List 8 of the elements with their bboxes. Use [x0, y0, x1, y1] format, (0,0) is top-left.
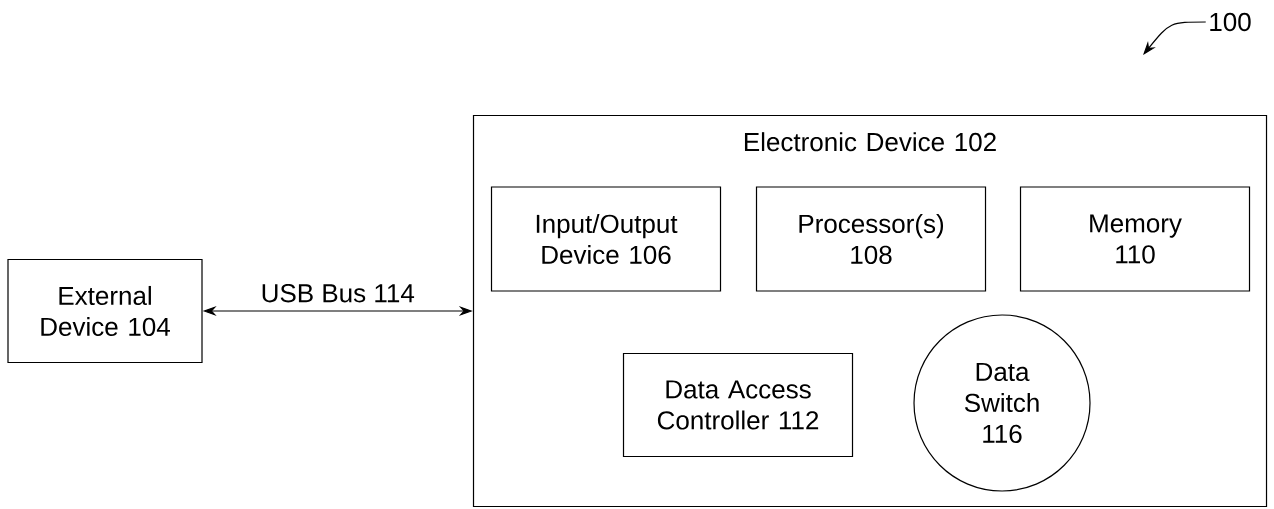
- reference-numeral: 100: [1210, 12, 1251, 32]
- leader-arrow: [1143, 21, 1207, 55]
- component-box: Processor(s) 108: [755, 186, 987, 292]
- component-box: Memory 110: [1019, 186, 1251, 292]
- component-box: Input/Output Device 106: [490, 186, 722, 292]
- component-box: Data Access Controller 112: [622, 352, 854, 458]
- component-box: External Device 104: [7, 258, 203, 364]
- edge-label: USB Bus 114: [258, 282, 417, 305]
